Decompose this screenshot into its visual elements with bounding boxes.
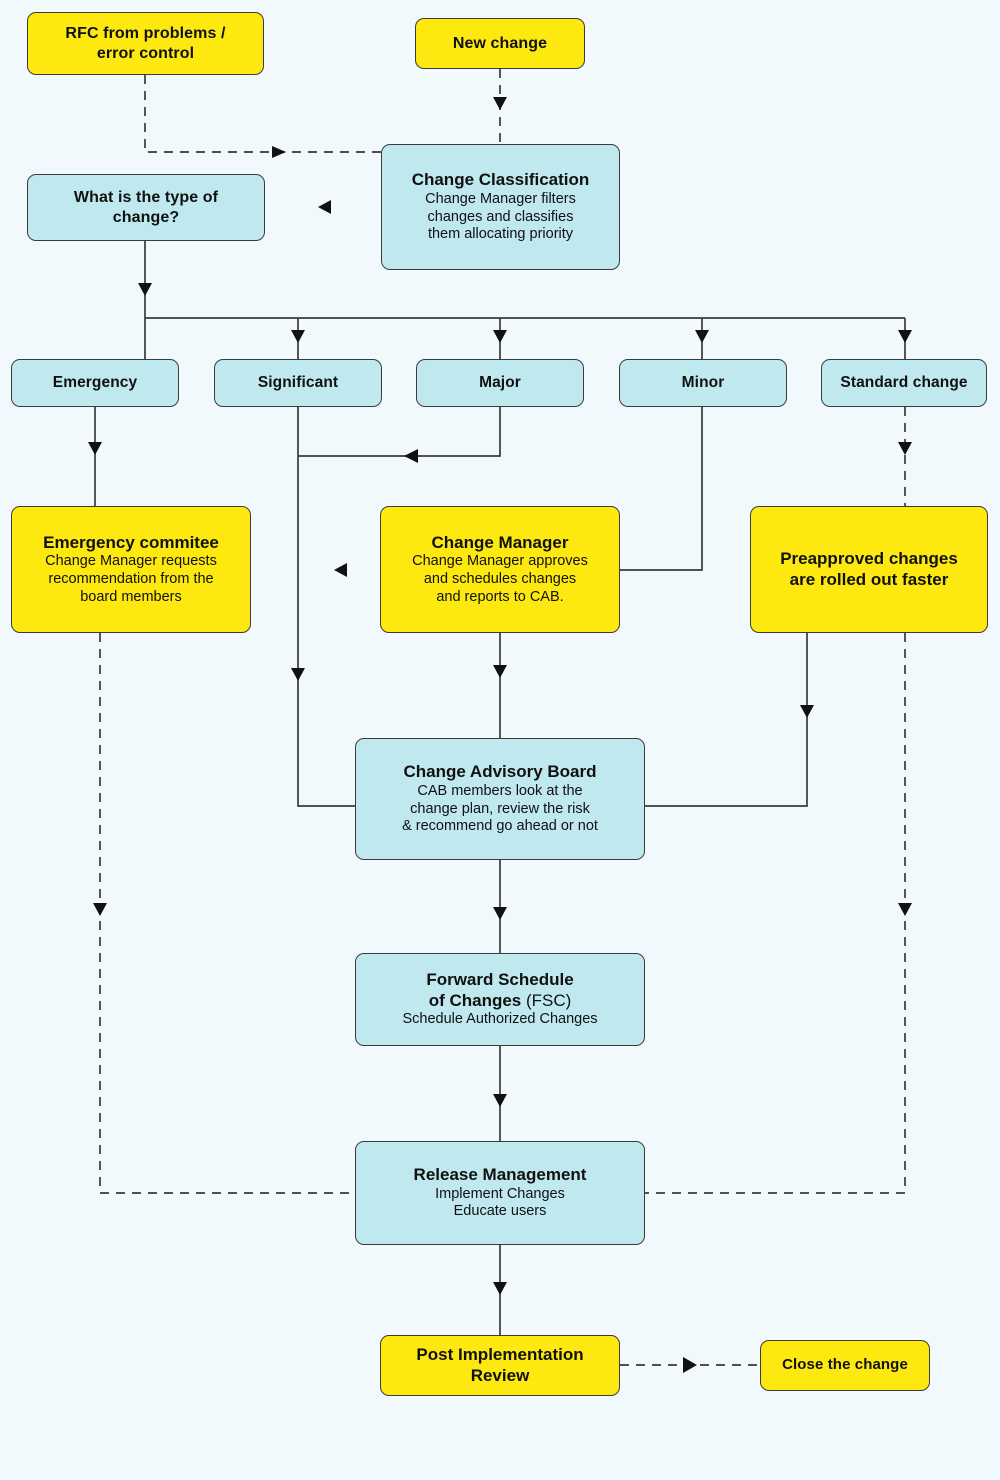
node-pir-line2: Review: [470, 1365, 530, 1385]
edge-preapproved-to-release: [645, 633, 906, 1194]
arrowhead-classification-to-type: [318, 200, 331, 214]
arrowhead-preapproved-to-cab: [800, 705, 814, 718]
edge-committee-to-release: [99, 633, 355, 1194]
node-type-question[interactable]: What is the type of change?: [27, 174, 265, 241]
arrowhead-change-manager-left: [334, 563, 347, 577]
node-preapproved[interactable]: Preapproved changes are rolled out faste…: [750, 506, 988, 633]
arrowhead-new-change: [493, 97, 507, 110]
node-change-classification[interactable]: Change Classification Change Manager fil…: [381, 144, 620, 270]
node-emergency[interactable]: Emergency: [11, 359, 179, 407]
node-emergency-committee-title: Emergency commitee: [43, 532, 219, 552]
node-change-manager[interactable]: Change Manager Change Manager approves a…: [380, 506, 620, 633]
node-preapproved-line1: Preapproved changes: [780, 548, 958, 568]
arrowhead-significant: [291, 330, 305, 343]
arrowhead-rfc-to-classification: [272, 146, 286, 158]
node-major-label: Major: [479, 373, 521, 391]
node-cab-sub3: & recommend go ahead or not: [402, 818, 598, 835]
arrowhead-cab-to-fsc: [493, 907, 507, 920]
node-major[interactable]: Major: [416, 359, 584, 407]
node-emergency-committee[interactable]: Emergency commitee Change Manager reques…: [11, 506, 251, 633]
node-type-question-line2: change?: [112, 208, 180, 226]
node-release-management-sub2: Educate users: [453, 1203, 547, 1220]
node-rfc[interactable]: RFC from problems / error control: [27, 12, 264, 75]
node-significant[interactable]: Significant: [214, 359, 382, 407]
arrowhead-preapproved-to-release: [898, 903, 912, 916]
node-emergency-label: Emergency: [52, 373, 138, 391]
arrowhead-standard-to-preapproved: [898, 442, 912, 455]
node-minor[interactable]: Minor: [619, 359, 787, 407]
node-standard-change[interactable]: Standard change: [821, 359, 987, 407]
arrowhead-release-to-pir: [493, 1282, 507, 1295]
node-cab-sub1: CAB members look at the: [417, 782, 583, 799]
arrowhead-emergency-committee: [88, 442, 102, 455]
arrowhead-committee-to-release: [93, 903, 107, 916]
node-fsc[interactable]: Forward Schedule of Changes (FSC) Schedu…: [355, 953, 645, 1046]
node-cab-sub2: change plan, review the risk: [410, 800, 590, 817]
node-change-manager-sub2: and schedules changes: [423, 571, 577, 588]
node-cab[interactable]: Change Advisory Board CAB members look a…: [355, 738, 645, 860]
arrowhead-major: [493, 330, 507, 343]
node-release-management-title: Release Management: [413, 1164, 587, 1184]
arrowhead-fsc-to-release: [493, 1094, 507, 1107]
node-emergency-committee-sub3: board members: [80, 588, 182, 605]
node-standard-change-label: Standard change: [840, 373, 968, 391]
arrowhead-major-to-lane: [404, 449, 418, 463]
node-close-the-change-label: Close the change: [782, 1356, 908, 1374]
node-new-change[interactable]: New change: [415, 18, 585, 69]
node-rfc-title-line2: error control: [96, 44, 195, 62]
node-type-question-line1: What is the type of: [73, 188, 219, 206]
node-change-manager-sub1: Change Manager approves: [412, 553, 588, 570]
node-change-classification-sub2: changes and classifies: [427, 208, 574, 225]
node-change-classification-sub1: Change Manager filters: [425, 190, 576, 207]
node-change-manager-sub3: and reports to CAB.: [436, 588, 564, 605]
node-rfc-title-line1: RFC from problems /: [65, 24, 226, 42]
node-minor-label: Minor: [681, 373, 725, 391]
node-fsc-sub1: Schedule Authorized Changes: [402, 1011, 598, 1028]
node-emergency-committee-sub1: Change Manager requests: [45, 553, 217, 570]
edge-rfc-to-classification: [144, 75, 381, 153]
node-change-classification-sub3: them allocating priority: [427, 226, 574, 243]
node-release-management[interactable]: Release Management Implement Changes Edu…: [355, 1141, 645, 1245]
node-fsc-line1: Forward Schedule: [426, 969, 574, 989]
node-release-management-sub1: Implement Changes: [435, 1185, 565, 1202]
arrowhead-change-manager-to-cab: [493, 665, 507, 678]
node-cab-title: Change Advisory Board: [403, 762, 597, 782]
node-close-the-change[interactable]: Close the change: [760, 1340, 930, 1391]
node-preapproved-line2: are rolled out faster: [789, 569, 949, 589]
node-significant-label: Significant: [257, 373, 339, 391]
arrowhead-pir-to-close: [683, 1357, 697, 1373]
node-fsc-line2: of Changes (FSC): [429, 991, 572, 1012]
node-change-manager-title: Change Manager: [431, 532, 569, 552]
node-fsc-line2-suffix: (FSC): [521, 990, 572, 1010]
arrowhead-standard: [898, 330, 912, 343]
arrowhead-minor: [695, 330, 709, 343]
node-emergency-committee-sub2: recommendation from the: [48, 571, 214, 588]
edge-minor-to-change-manager: [620, 407, 703, 571]
node-post-implementation-review[interactable]: Post Implementation Review: [380, 1335, 620, 1396]
node-change-classification-title: Change Classification: [411, 170, 590, 190]
node-new-change-title: New change: [452, 34, 548, 52]
edge-major-to-significant-lane: [298, 407, 501, 457]
edge-significant-lane-to-cab: [297, 407, 355, 807]
edge-preapproved-to-cab: [645, 633, 808, 807]
arrowhead-type-question: [138, 283, 152, 296]
node-pir-line1: Post Implementation: [416, 1344, 584, 1364]
node-fsc-line2-bold: of Changes: [428, 990, 522, 1010]
arrowhead-significant-lane: [291, 668, 305, 681]
